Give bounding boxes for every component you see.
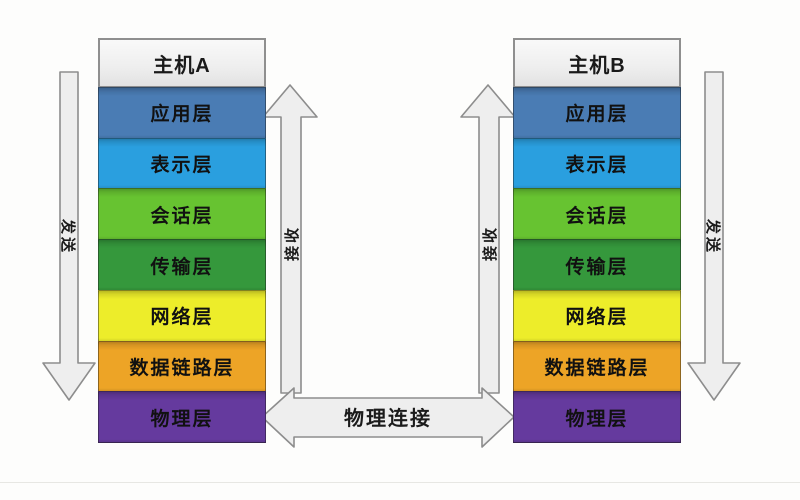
bottom-divider [0, 482, 800, 483]
layer-session-a: 会话层 [98, 188, 266, 241]
layer-session-b: 会话层 [513, 188, 681, 241]
layer-datalink-b: 数据链路层 [513, 340, 681, 393]
send-label-right: 发送 [704, 218, 722, 255]
receive-label-right: 接收 [481, 225, 499, 262]
receive-up-arrow-right [460, 84, 516, 394]
host-a-stack: 主机A 应用层 表示层 会话层 传输层 网络层 数据链路层 物理层 [98, 38, 266, 444]
receive-label-left: 接收 [283, 225, 301, 262]
layer-presentation-b: 表示层 [513, 137, 681, 190]
layer-application-b: 应用层 [513, 87, 681, 139]
layer-transport-b: 传输层 [513, 239, 681, 291]
layer-network-a: 网络层 [98, 289, 266, 342]
layer-physical-a: 物理层 [98, 391, 266, 444]
layer-physical-b: 物理层 [513, 391, 681, 444]
host-b-title: 主机B [513, 38, 681, 88]
host-b-stack: 主机B 应用层 表示层 会话层 传输层 网络层 数据链路层 物理层 [513, 38, 681, 444]
layer-transport-a: 传输层 [98, 239, 266, 291]
layer-presentation-a: 表示层 [98, 137, 266, 190]
host-a-title: 主机A [98, 38, 266, 88]
layer-network-b: 网络层 [513, 289, 681, 342]
send-label-left: 发送 [59, 218, 77, 255]
send-down-arrow-left [42, 71, 96, 401]
send-down-arrow-right [687, 71, 741, 401]
layer-datalink-a: 数据链路层 [98, 340, 266, 393]
physical-link-label: 物理连接 [344, 407, 432, 430]
layer-application-a: 应用层 [98, 87, 266, 139]
